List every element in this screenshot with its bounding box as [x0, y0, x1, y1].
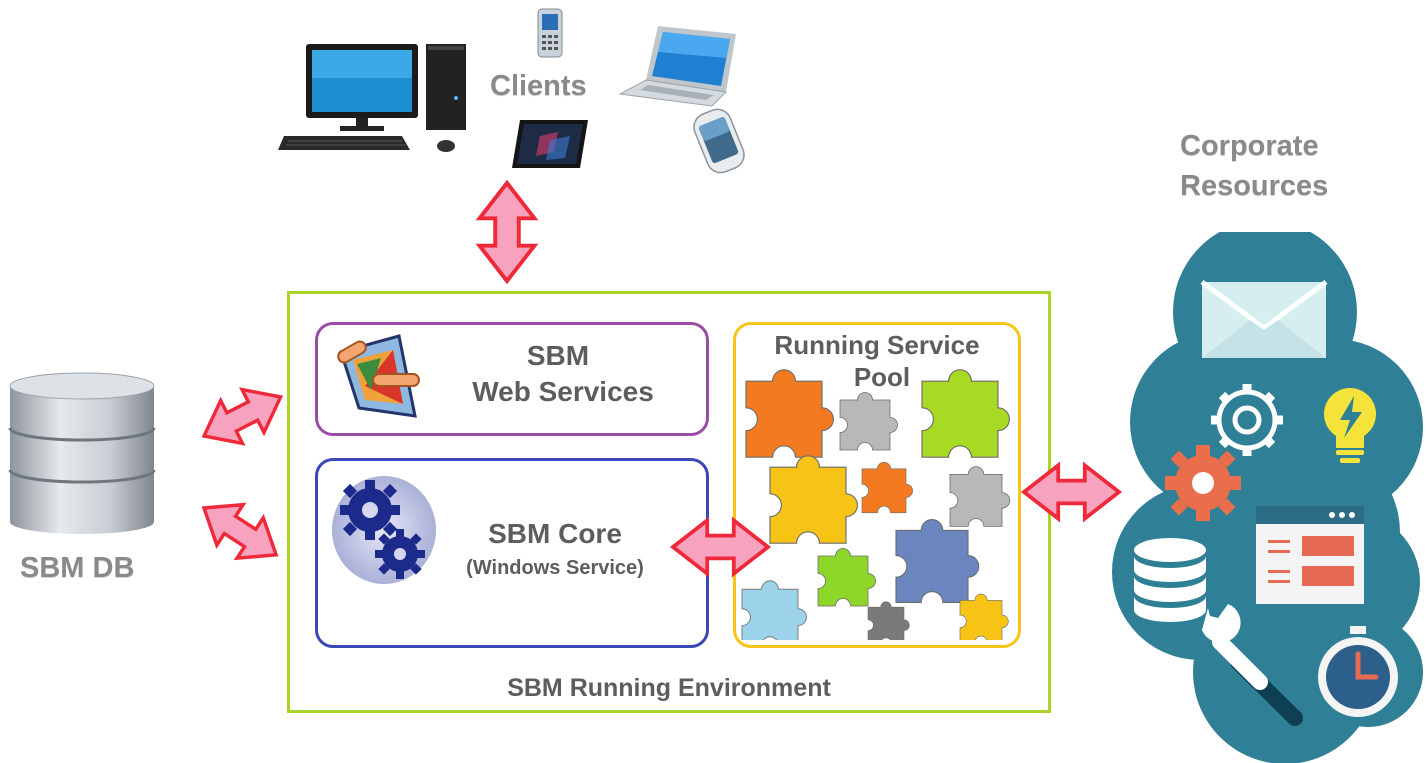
core-pool-arrow — [671, 518, 770, 576]
sbm-web-services-title: SBM — [526, 340, 590, 371]
sbm-running-environment-label: SBM Running Environment — [507, 674, 831, 702]
browser-window-icon — [1256, 506, 1364, 604]
lightbulb-icon — [1324, 388, 1376, 463]
database-cylinder-icon — [6, 370, 158, 536]
web-services-icon — [333, 330, 425, 426]
wrench-icon — [1202, 604, 1303, 726]
clients-arrow — [477, 181, 537, 283]
sbm-web-services-subtitle: Web Services — [472, 376, 654, 407]
sbm-web-services-box — [315, 322, 709, 436]
running-service-pool-subtitle: Pool — [853, 362, 911, 392]
gears-icon — [330, 474, 438, 586]
corporate-resources-cloud — [1110, 232, 1426, 763]
sbm-core-title: SBM Core — [488, 518, 622, 549]
tablet-icon — [510, 118, 590, 170]
corporate-resources-label-line1: Corporate — [1180, 130, 1319, 162]
pool-corporate-arrow — [1022, 463, 1121, 521]
database-icon — [1134, 538, 1206, 622]
clients-label: Clients — [490, 70, 587, 102]
smartphone-icon — [684, 108, 754, 174]
settings-gear-icon — [1211, 384, 1283, 456]
desktop-computer-icon — [278, 42, 473, 154]
db-webservices-arrow — [191, 373, 294, 460]
stopwatch-icon — [1318, 626, 1398, 717]
db-core-arrow — [189, 486, 291, 577]
laptop-icon — [618, 20, 740, 108]
feature-phone-icon — [537, 8, 563, 58]
running-service-pool-box — [733, 322, 1021, 648]
sbm-db-label: SBM DB — [20, 552, 135, 584]
envelope-icon — [1200, 279, 1328, 358]
sbm-core-subtitle: (Windows Service) — [466, 557, 644, 579]
running-service-pool-title: Running Service — [774, 330, 980, 360]
corporate-resources-label-line2: Resources — [1180, 170, 1329, 202]
